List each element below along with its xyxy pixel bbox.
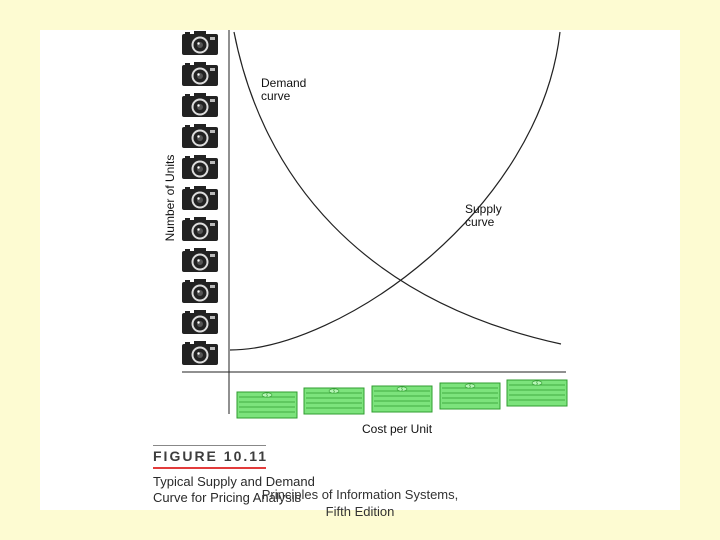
figure-rule-top <box>153 445 266 446</box>
camera-icons <box>182 31 218 365</box>
camera-icon <box>182 31 218 55</box>
supply-curve <box>229 31 561 351</box>
demand-curve <box>233 31 562 345</box>
camera-icon <box>182 155 218 179</box>
demand-label-line2: curve <box>261 89 291 103</box>
footer-line-2: Fifth Edition <box>325 504 395 519</box>
money-stack-icon <box>236 391 298 419</box>
camera-icon <box>182 279 218 303</box>
money-stack-icon <box>303 387 365 415</box>
camera-icon <box>182 124 218 148</box>
money-stack-icon <box>439 382 501 410</box>
money-stacks <box>236 379 568 419</box>
demand-label-line1: Demand <box>261 76 307 90</box>
camera-icon <box>182 310 218 334</box>
figure-label: FIGURE 10.11 <box>153 448 269 464</box>
figure-caption: Typical Supply and Demand Curve for Pric… <box>153 474 363 506</box>
demand-curve-label: Demand curve <box>261 77 306 103</box>
money-stack-icon <box>371 385 433 413</box>
money-stack-icon <box>506 379 568 407</box>
supply-label-line2: curve <box>465 215 495 229</box>
caption-line-1: Typical Supply and Demand <box>153 474 315 489</box>
camera-icon <box>182 341 218 365</box>
footer-line-1: Principles of Information Systems, <box>261 487 459 502</box>
y-axis-label: Number of Units <box>163 154 177 242</box>
supply-curve-label: Supply curve <box>465 203 502 229</box>
camera-icon <box>182 62 218 86</box>
supply-label-line1: Supply <box>465 202 502 216</box>
camera-icon <box>182 217 218 241</box>
figure-rule-bottom <box>153 467 266 469</box>
caption-line-2: Curve for Pricing Analysis <box>153 490 302 505</box>
camera-icon <box>182 93 218 117</box>
footer: Principles of Information Systems, Fifth… <box>200 486 520 520</box>
camera-icon <box>182 186 218 210</box>
camera-icon <box>182 248 218 272</box>
slide-panel <box>40 30 680 510</box>
x-axis-label: Cost per Unit <box>362 422 433 436</box>
